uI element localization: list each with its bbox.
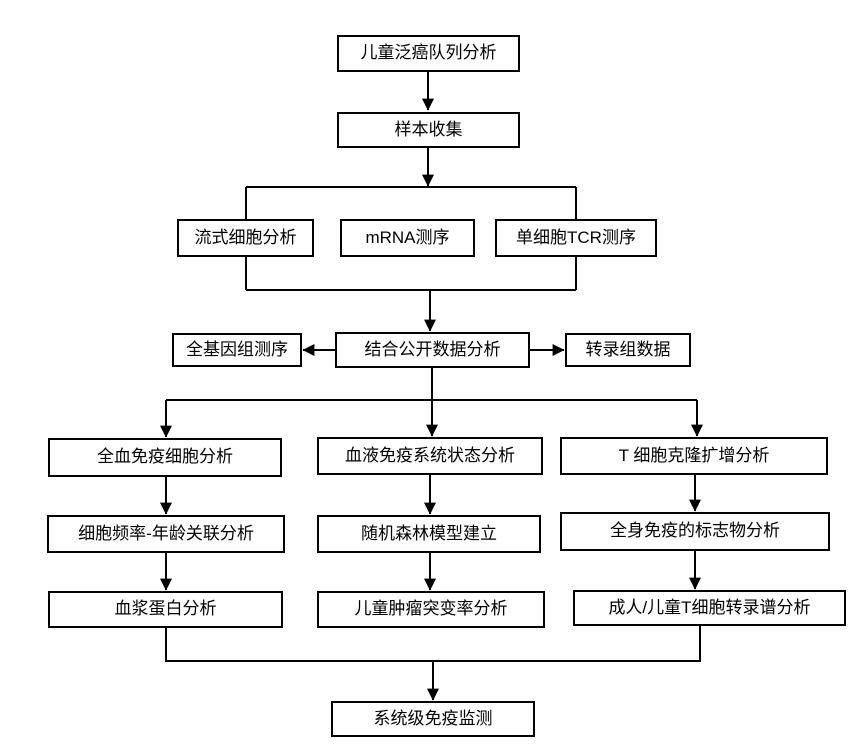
node-random-forest-model: 随机森林模型建立 bbox=[317, 515, 541, 553]
node-adult-child-t-transcriptome: 成人/儿童T细胞转录谱分析 bbox=[573, 590, 846, 626]
node-mrna-seq: mRNA测序 bbox=[340, 219, 475, 257]
node-single-cell-tcr-seq: 单细胞TCR测序 bbox=[495, 219, 657, 257]
node-public-data-analysis: 结合公开数据分析 bbox=[335, 332, 530, 368]
node-whole-genome-seq: 全基因组测序 bbox=[172, 333, 302, 367]
node-plasma-protein: 血浆蛋白分析 bbox=[48, 591, 283, 628]
node-whole-blood-immune-cells: 全血免疫细胞分析 bbox=[48, 438, 282, 477]
node-flow-cytometry: 流式细胞分析 bbox=[177, 219, 314, 257]
collector-line bbox=[165, 626, 701, 662]
node-child-tumor-mutation: 儿童肿瘤突变率分析 bbox=[317, 591, 545, 628]
node-t-cell-clonal-expansion: T 细胞克隆扩增分析 bbox=[560, 437, 828, 475]
node-blood-immune-status: 血液免疫系统状态分析 bbox=[317, 437, 543, 475]
node-transcriptome-data: 转录组数据 bbox=[565, 333, 691, 367]
node-cell-frequency-age: 细胞频率-年龄关联分析 bbox=[47, 515, 285, 553]
node-system-immune-monitoring: 系统级免疫监测 bbox=[331, 701, 535, 737]
node-sample-collection: 样本收集 bbox=[337, 112, 520, 148]
node-pan-cancer-cohort: 儿童泛癌队列分析 bbox=[337, 35, 520, 72]
node-systemic-immune-markers: 全身免疫的标志物分析 bbox=[560, 512, 830, 551]
fanout-line bbox=[166, 368, 697, 401]
